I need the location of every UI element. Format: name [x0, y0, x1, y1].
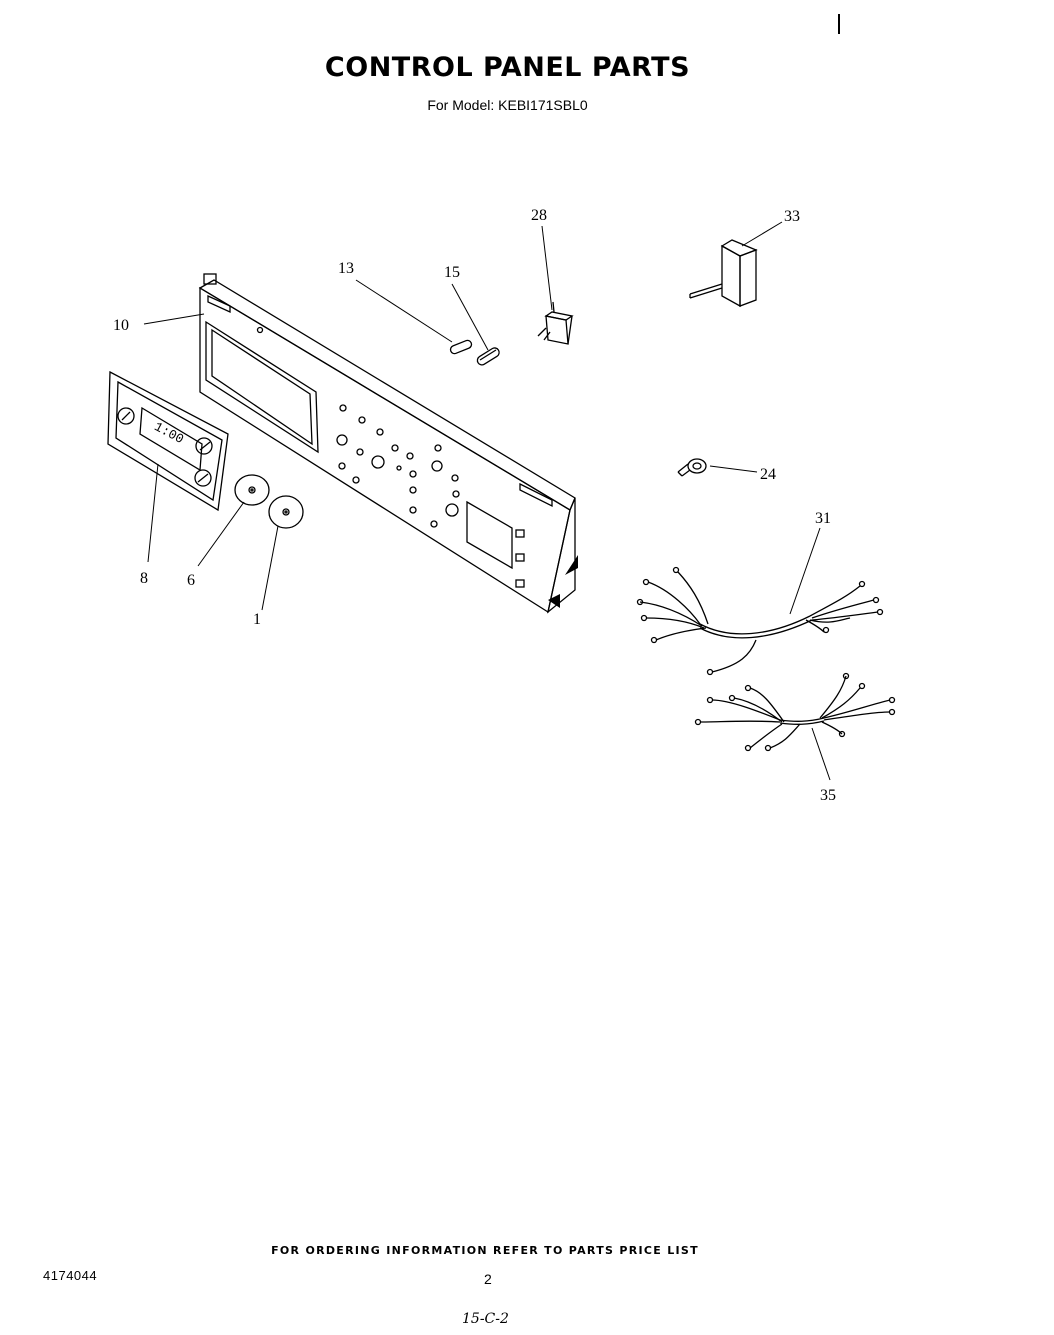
part-8-clock-overlay: [107, 370, 229, 512]
document-number: 4174044: [43, 1268, 98, 1283]
part-28-switch: [537, 301, 574, 345]
callout-6: 6: [187, 572, 195, 589]
part-13-pin: [449, 339, 473, 355]
model-subtitle: For Model: KEBI171SBL0: [427, 97, 588, 113]
leader-lines: [143, 221, 831, 781]
callout-24: 24: [760, 466, 776, 483]
part-33-timer-switch: [689, 239, 758, 308]
part-1-knob-disc: [268, 495, 304, 529]
part-35-wire-harness: [694, 672, 896, 752]
part-6-knob-disc: [234, 474, 270, 506]
callout-35: 35: [820, 787, 836, 804]
callout-33: 33: [784, 208, 800, 225]
page-title: CONTROL PANEL PARTS: [324, 52, 691, 83]
callout-10: 10: [113, 317, 129, 334]
part-10-control-panel: [198, 273, 578, 614]
scan-mark: [838, 14, 840, 34]
page-number: 2: [484, 1271, 492, 1287]
callout-28: 28: [531, 207, 547, 224]
part-15-clip: [476, 347, 500, 366]
part-31-wire-harness: [636, 566, 884, 676]
ordering-note: FOR ORDERING INFORMATION REFER TO PARTS …: [271, 1244, 699, 1257]
part-24-fitting: [677, 458, 707, 477]
clock-display-text: 1:00: [152, 419, 187, 447]
handwritten-code: 15-C-2: [462, 1311, 509, 1327]
callout-13: 13: [338, 260, 354, 277]
callout-8: 8: [140, 570, 148, 587]
callout-1: 1: [253, 611, 261, 628]
callout-31: 31: [815, 510, 831, 527]
callout-15: 15: [444, 264, 460, 281]
